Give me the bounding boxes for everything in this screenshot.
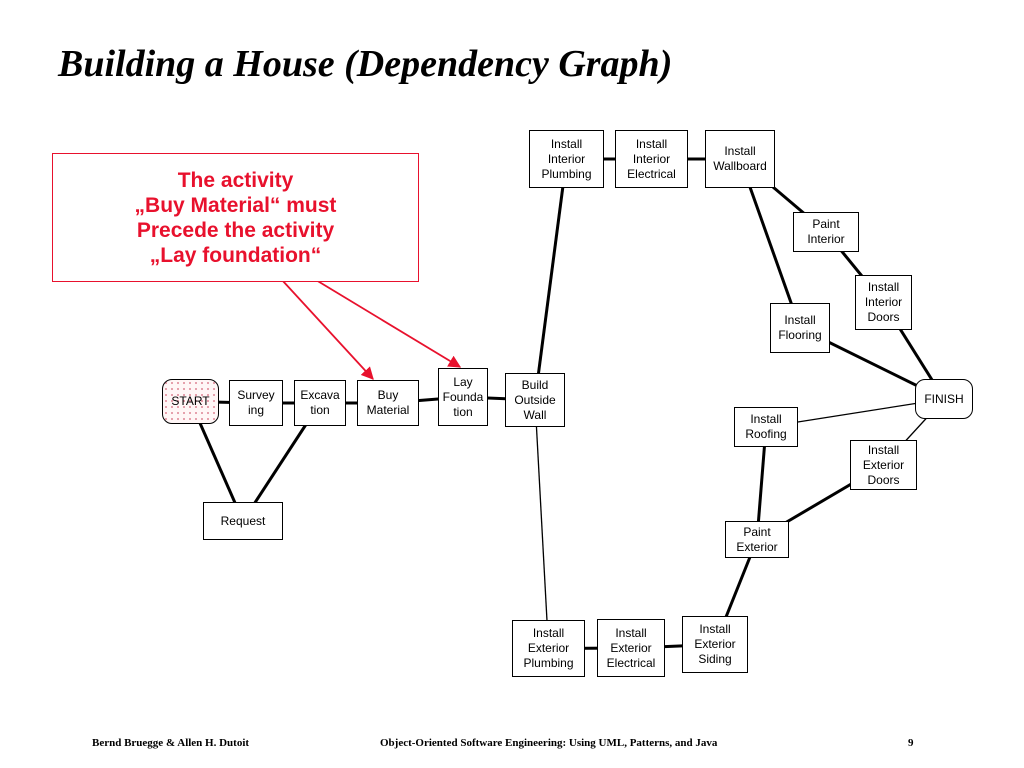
edge-build-outside-wall-to-install-exterior-plumbing: [534, 399, 550, 649]
node-label-line: Paint: [743, 524, 771, 539]
node-finish: FINISH: [915, 379, 973, 419]
node-label-line: Exterior: [527, 641, 570, 655]
node-label-line: Excava: [300, 388, 340, 402]
node-label-line: Survey: [237, 388, 275, 402]
callout-line-2: „Buy Material“ must: [134, 193, 337, 217]
node-label-line: Install: [635, 136, 668, 151]
node-label-line: Lay: [453, 374, 473, 389]
callout-box: The activity „Buy Material“ must Precede…: [52, 153, 419, 282]
node-label-line: Install: [699, 622, 731, 636]
node-label-line: Outside: [514, 392, 556, 407]
node-label-line: Electrical: [627, 166, 676, 181]
node-label-line: Plumbing: [523, 656, 574, 670]
node-label-line: Install: [550, 136, 583, 151]
node-label-line: Request: [220, 513, 266, 528]
node-label-line: Install: [724, 144, 756, 158]
node-label-line: FINISH: [924, 391, 964, 406]
node-label-line: START: [171, 394, 210, 408]
node-label-line: Doors: [867, 472, 900, 487]
edge-build-outside-wall-to-install-interior-plumbing: [533, 158, 568, 401]
node-label-line: Install: [867, 442, 900, 457]
footer-authors: Bernd Bruegge & Allen H. Dutoit: [92, 737, 250, 749]
node-label-line: Electrical: [606, 655, 656, 670]
node-label-line: Flooring: [778, 328, 822, 342]
callout-arrow-buy-material: [281, 279, 374, 380]
node-label-line: Install: [750, 412, 782, 426]
node-label-line: Exterior: [694, 637, 736, 651]
callout-arrow-lay-foundation: [315, 279, 462, 368]
node-label-line: Material: [366, 403, 410, 417]
node-label-line: Paint: [812, 217, 840, 231]
footer-page-number: 9: [908, 737, 914, 749]
node-label-line: Founda: [442, 389, 484, 404]
node-label-line: Exterior: [862, 457, 905, 472]
node-label-line: Interior: [632, 151, 671, 166]
node-label-line: Interior: [547, 151, 586, 166]
node-label-line: Build: [521, 377, 549, 392]
node-label-line: tion: [310, 403, 330, 417]
node-label-line: Install: [784, 313, 816, 327]
callout-line-3: Precede the activity: [136, 218, 335, 242]
callout-line-4: „Lay foundation“: [149, 243, 322, 267]
node-label-line: Buy: [377, 388, 399, 402]
node-label-line: Roofing: [745, 427, 787, 441]
node-start: START: [162, 379, 219, 424]
node-label-line: Exterior: [736, 539, 778, 554]
node-label-line: ing: [247, 403, 264, 417]
node-label-line: Interior: [807, 232, 845, 246]
node-label-line: Plumbing: [541, 166, 592, 181]
node-label-line: Install: [867, 280, 900, 294]
footer-book-title: Object-Oriented Software Engineering: Us…: [380, 737, 718, 749]
node-label-line: Wallboard: [713, 159, 767, 173]
node-label-line: Exterior: [610, 640, 652, 655]
node-label-line: Doors: [867, 310, 900, 324]
node-label-line: Install: [532, 626, 565, 640]
node-label-line: Wall: [523, 407, 547, 422]
node-label-line: tion: [453, 404, 473, 419]
node-label-line: Siding: [698, 652, 732, 666]
callout-line-1: The activity: [177, 168, 294, 192]
node-label-line: Interior: [864, 295, 903, 309]
node-request: Request: [203, 502, 283, 540]
node-label-line: Install: [615, 625, 647, 640]
page-title: Building a House (Dependency Graph): [58, 43, 673, 85]
